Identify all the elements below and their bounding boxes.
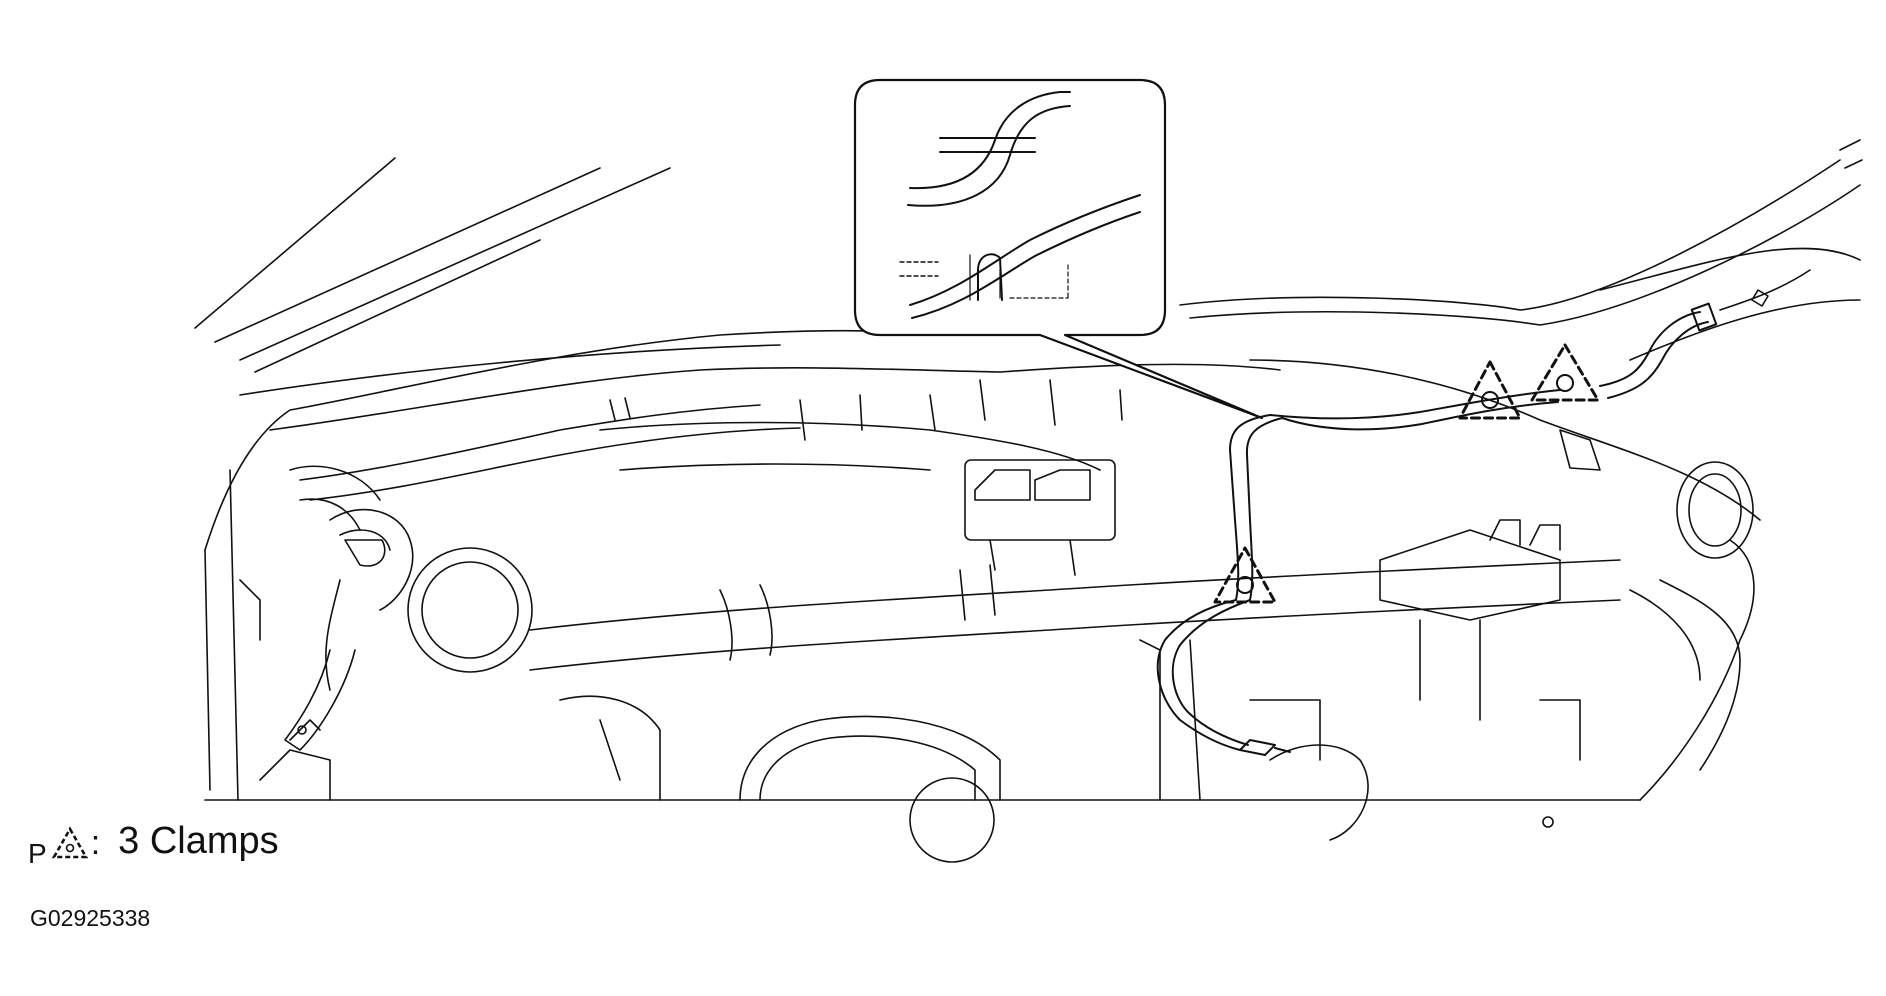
detail-callout xyxy=(853,78,1264,420)
cross-beam xyxy=(529,559,1621,671)
figure-code: G02925338 xyxy=(30,905,151,931)
clamp-triangle-icon xyxy=(1458,360,1522,420)
lower-right-frame xyxy=(1139,639,1581,828)
right-round-vent xyxy=(1559,429,1754,771)
dashboard-outline xyxy=(204,139,1863,801)
junction-block xyxy=(1379,519,1561,721)
legend-prefix: P xyxy=(28,838,47,869)
center-vent-box xyxy=(964,459,1116,576)
dash-ducts xyxy=(299,379,1123,501)
lower-left-components xyxy=(239,579,661,801)
clamp-triangle-icon xyxy=(1213,546,1277,604)
legend-text: 3 Clamps xyxy=(118,820,279,862)
left-round-vent xyxy=(289,465,533,673)
left-support-bracket xyxy=(284,579,356,751)
wire-harness xyxy=(1156,302,1718,756)
clamp-triangle-icon xyxy=(1530,343,1600,402)
clamp-inner-marks xyxy=(1236,374,1574,594)
steering-column xyxy=(739,715,1369,863)
upper-right-wires xyxy=(1719,269,1811,311)
clamp-triangle-icon xyxy=(51,826,88,859)
windshield-lines xyxy=(194,157,671,373)
clamp-symbols xyxy=(1213,343,1600,604)
legend-separator: : xyxy=(90,824,101,862)
legend: P : 3 Clamps xyxy=(28,820,279,868)
